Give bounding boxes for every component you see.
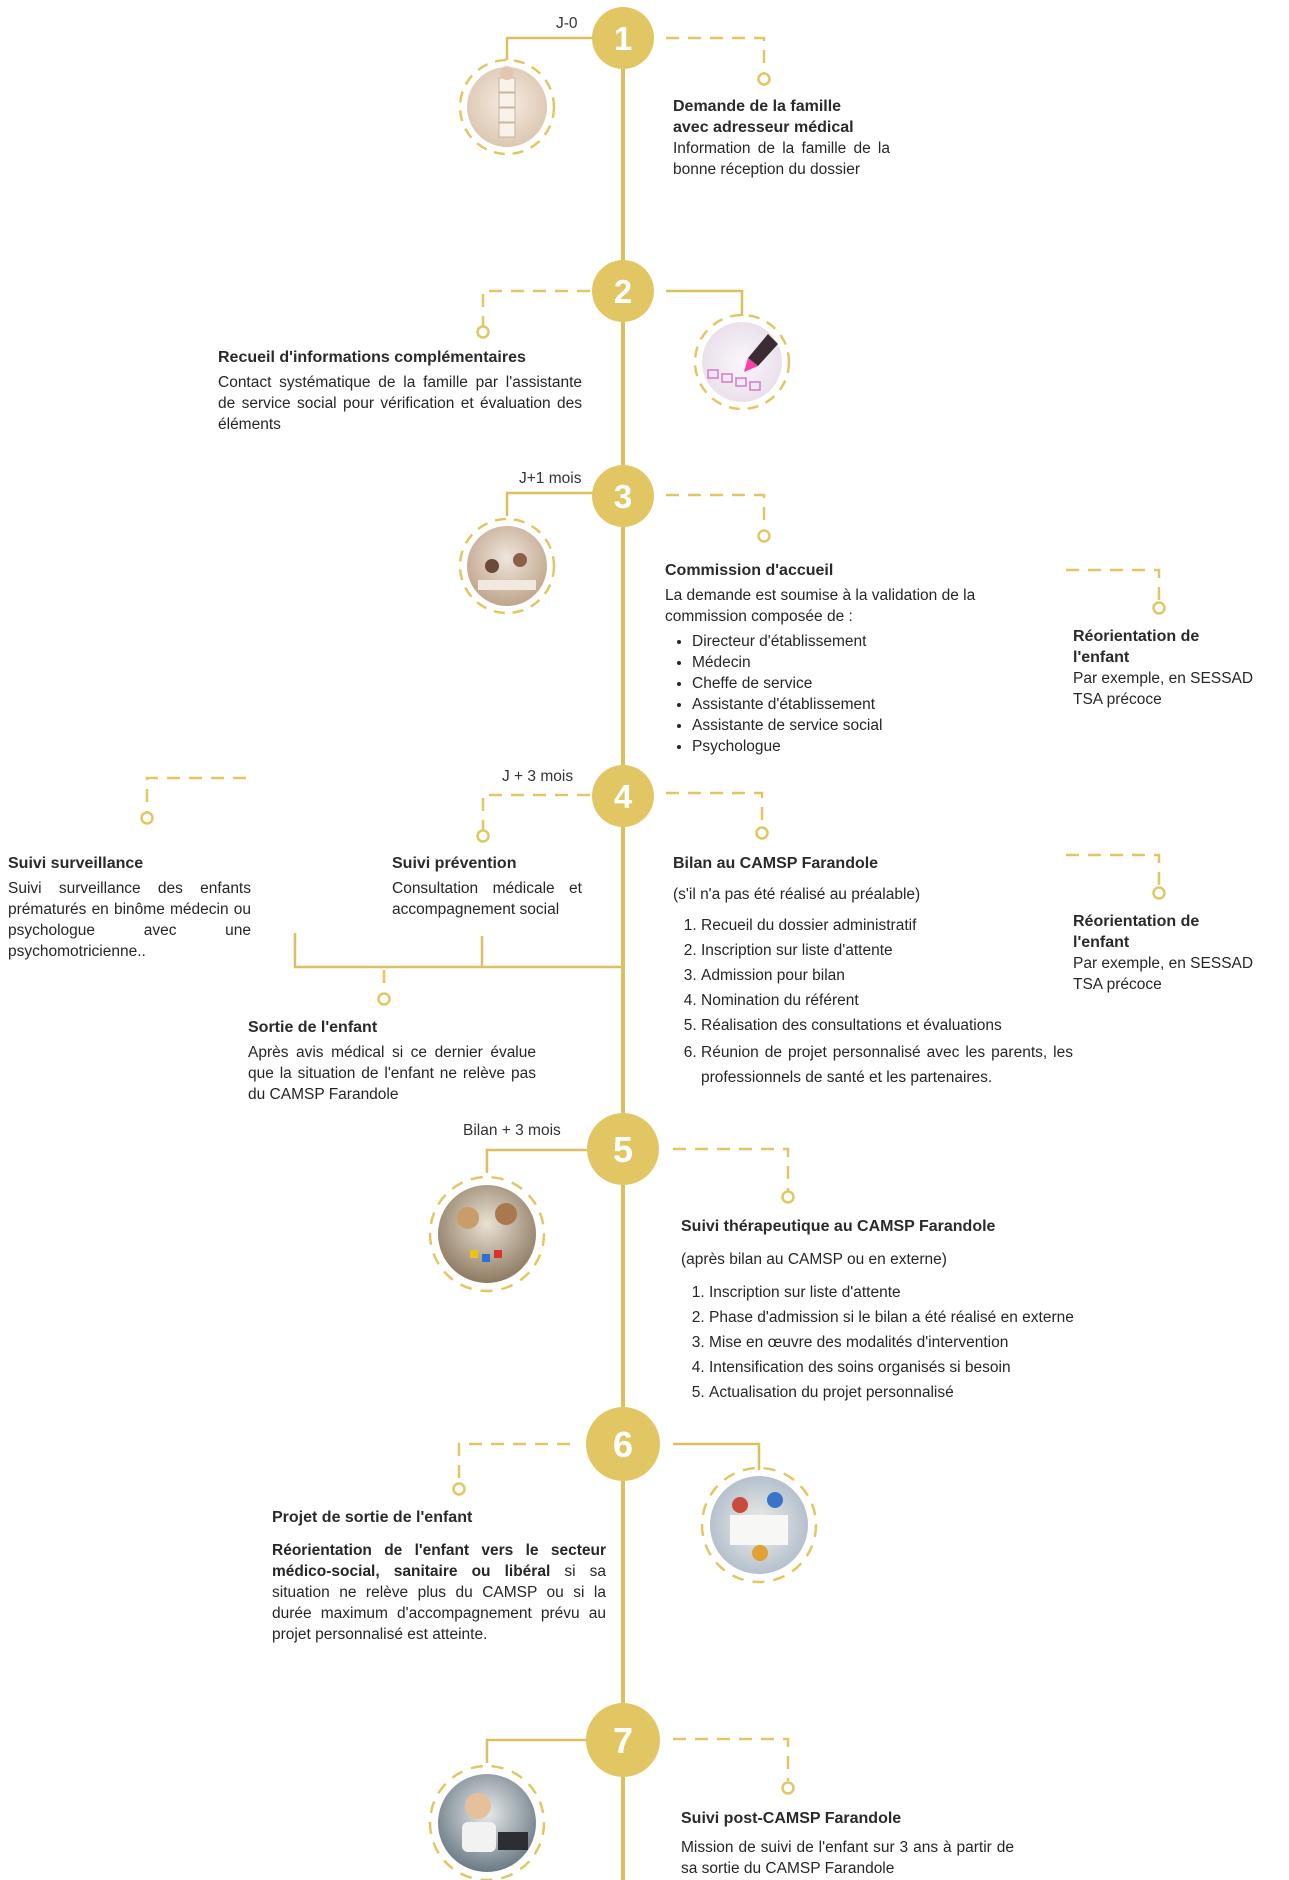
time-label-step4: J + 3 mois (502, 768, 574, 785)
step-number-1: 1 (614, 20, 632, 57)
step2-block: Recueil d'informations complémentaires C… (218, 347, 582, 435)
list-item: Cheffe de service (692, 673, 1015, 694)
list-item: Inscription sur liste d'attente (709, 1282, 1161, 1303)
photo-connectors (485, 36, 761, 1763)
step7-text: Mission de suivi de l'enfant sur 3 ans à… (681, 1839, 1014, 1877)
step1-text: Information de la famille de la bonne ré… (673, 140, 890, 178)
woman-phone-laptop-photo (428, 1764, 546, 1880)
step6-bold-text: Réorientation de l'enfant vers le secteu… (272, 1542, 606, 1580)
sortie-enfant-text: Après avis médical si ce dernier évalue … (248, 1044, 536, 1103)
step-circle-3 (592, 465, 654, 527)
step-circle-7 (586, 1703, 660, 1777)
list-item: Réalisation des consultations et évaluat… (701, 1015, 1073, 1036)
step-circles (586, 7, 660, 1777)
step-number-2: 2 (614, 273, 632, 310)
bilan-note: (s'il n'a pas été réalisé au préalable) (673, 886, 921, 903)
step-circle-5 (587, 1113, 659, 1185)
bilan-title: Bilan au CAMSP Farandole (673, 855, 879, 872)
list-item: Inscription sur liste d'attente (701, 940, 1073, 961)
list-item: Assistante d'établissement (692, 694, 1015, 715)
suivi-surveillance-block: Suivi surveillance Suivi surveillance de… (8, 853, 251, 962)
time-label-step3: J+1 mois (519, 470, 582, 487)
commission-members-list: Directeur d'établissement Médecin Cheffe… (665, 631, 1015, 757)
step5-block: Suivi thérapeutique au CAMSP Farandole (… (681, 1216, 1161, 1407)
step7-block: Suivi post-CAMSP Farandole Mission de su… (681, 1808, 1014, 1879)
list-item: Mise en œuvre des modalités d'interventi… (709, 1332, 1161, 1353)
reorientation-text-2: Par exemple, en SESSAD TSA précoce (1073, 955, 1254, 993)
sortie-enfant-block: Sortie de l'enfant Après avis médical si… (248, 1017, 536, 1105)
list-item: Médecin (692, 652, 1015, 673)
bilan-steps-list: Recueil du dossier administratif Inscrip… (673, 915, 1073, 1090)
step7-title: Suivi post-CAMSP Farandole (681, 1810, 902, 1827)
list-item: Actualisation du projet personnalisé (709, 1382, 1161, 1403)
list-item: Psychologue (692, 736, 1015, 757)
list-item: Recueil du dossier administratif (701, 915, 1073, 936)
list-item: Intensification des soins organisés si b… (709, 1357, 1161, 1378)
step3-title: Commission d'accueil (665, 562, 834, 579)
meeting-room-photo (458, 517, 556, 615)
step-number-7: 7 (613, 1720, 633, 1761)
step-number-3: 3 (614, 478, 632, 515)
suivi-prevention-block: Suivi prévention Consultation médicale e… (392, 853, 582, 920)
step4-branch-bracket (293, 933, 623, 969)
step-circle-1 (592, 7, 654, 69)
list-item: Phase d'admission si le bilan a été réal… (709, 1307, 1161, 1328)
step5-note: (après bilan au CAMSP ou en externe) (681, 1251, 947, 1268)
list-item: Directeur d'établissement (692, 631, 1015, 652)
step2-text: Contact systématique de la famille par l… (218, 374, 582, 433)
kids-drawing-photo (700, 1466, 818, 1584)
step-number-6: 6 (613, 1424, 633, 1465)
step3-text: La demande est soumise à la validation d… (665, 587, 976, 625)
time-label-step1: J-0 (556, 15, 578, 32)
suivi-surveillance-text: Suivi surveillance des enfants prématuré… (8, 880, 251, 960)
connector-rings (140, 72, 1166, 1795)
step2-title: Recueil d'informations complémentaires (218, 349, 526, 366)
suivi-surveillance-title: Suivi surveillance (8, 855, 144, 872)
dashed-connectors (145, 36, 1161, 1781)
sortie-enfant-title: Sortie de l'enfant (248, 1019, 378, 1036)
suivi-prevention-text: Consultation médicale et accompagnement … (392, 880, 582, 918)
list-item: Réunion de projet personnalisé avec les … (701, 1040, 1073, 1090)
list-item: Admission pour bilan (701, 965, 1073, 986)
step6-text: Réorientation de l'enfant vers le secteu… (272, 1540, 606, 1645)
checklist-marker-photo (693, 313, 791, 411)
list-item: Assistante de service social (692, 715, 1015, 736)
list-item: Nomination du référent (701, 990, 1073, 1011)
time-label-step5: Bilan + 3 mois (463, 1122, 561, 1139)
reorientation-text-1: Par exemple, en SESSAD TSA précoce (1073, 670, 1254, 708)
step-circle-6 (586, 1407, 660, 1481)
children-playing-photo (428, 1175, 546, 1293)
bilan-block: Bilan au CAMSP Farandole (s'il n'a pas é… (673, 853, 1073, 1094)
step5-title: Suivi thérapeutique au CAMSP Farandole (681, 1218, 996, 1235)
step-circle-2 (592, 260, 654, 322)
contact-blocks-photo (458, 58, 556, 156)
step6-title: Projet de sortie de l'enfant (272, 1509, 473, 1526)
step6-rest-text: si sa situation ne relève plus du CAMSP … (272, 1563, 606, 1643)
step6-block: Projet de sortie de l'enfant Réorientati… (272, 1507, 606, 1645)
suivi-prevention-title: Suivi prévention (392, 855, 517, 872)
step-number-5: 5 (613, 1129, 633, 1170)
step3-block: Commission d'accueil La demande est soum… (665, 560, 1015, 757)
step-number-4: 4 (614, 778, 633, 815)
step-circle-4 (592, 765, 654, 827)
step5-steps-list: Inscription sur liste d'attente Phase d'… (681, 1282, 1161, 1403)
